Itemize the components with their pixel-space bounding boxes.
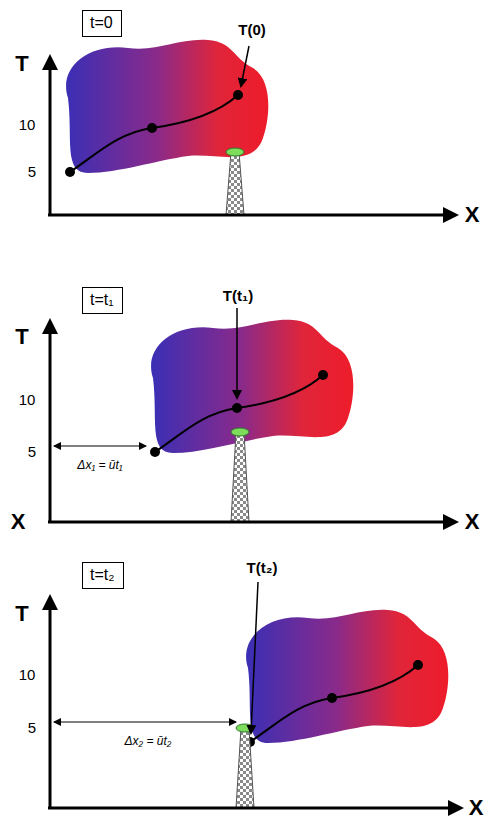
callout-label: T(0) xyxy=(238,22,266,39)
panel-2 xyxy=(48,308,455,522)
time-label: t=t₂ xyxy=(90,566,116,584)
dimension-label: Δx₂ = ūt₂ xyxy=(123,735,174,748)
panel-3 xyxy=(48,582,460,808)
time-box: t=t₂ xyxy=(82,562,124,589)
axis-label: T xyxy=(15,602,28,626)
time-label: t=t₁ xyxy=(90,291,115,309)
dimension-label: Δx₁ = ūt₁ xyxy=(75,459,124,472)
tick-label: 5 xyxy=(28,720,36,737)
time-box: t=0 xyxy=(82,10,122,37)
axis-label: X xyxy=(465,510,480,534)
tick-label: 5 xyxy=(28,444,36,461)
callout-label: T(t₂) xyxy=(247,560,278,577)
tick-label: 10 xyxy=(19,392,36,409)
axis-label: X xyxy=(465,203,480,227)
axis-label: X xyxy=(469,796,484,820)
time-box: t=t₁ xyxy=(82,287,123,314)
tick-label: 10 xyxy=(19,667,36,684)
panel-1 xyxy=(48,40,455,215)
callout-label: T(t₁) xyxy=(223,288,253,305)
tick-label: 10 xyxy=(19,117,36,134)
time-label: t=0 xyxy=(90,14,114,32)
axis-label: T xyxy=(15,325,28,349)
axis-label: X xyxy=(11,510,26,534)
tick-label: 5 xyxy=(28,164,36,181)
axis-label: T xyxy=(15,52,28,76)
